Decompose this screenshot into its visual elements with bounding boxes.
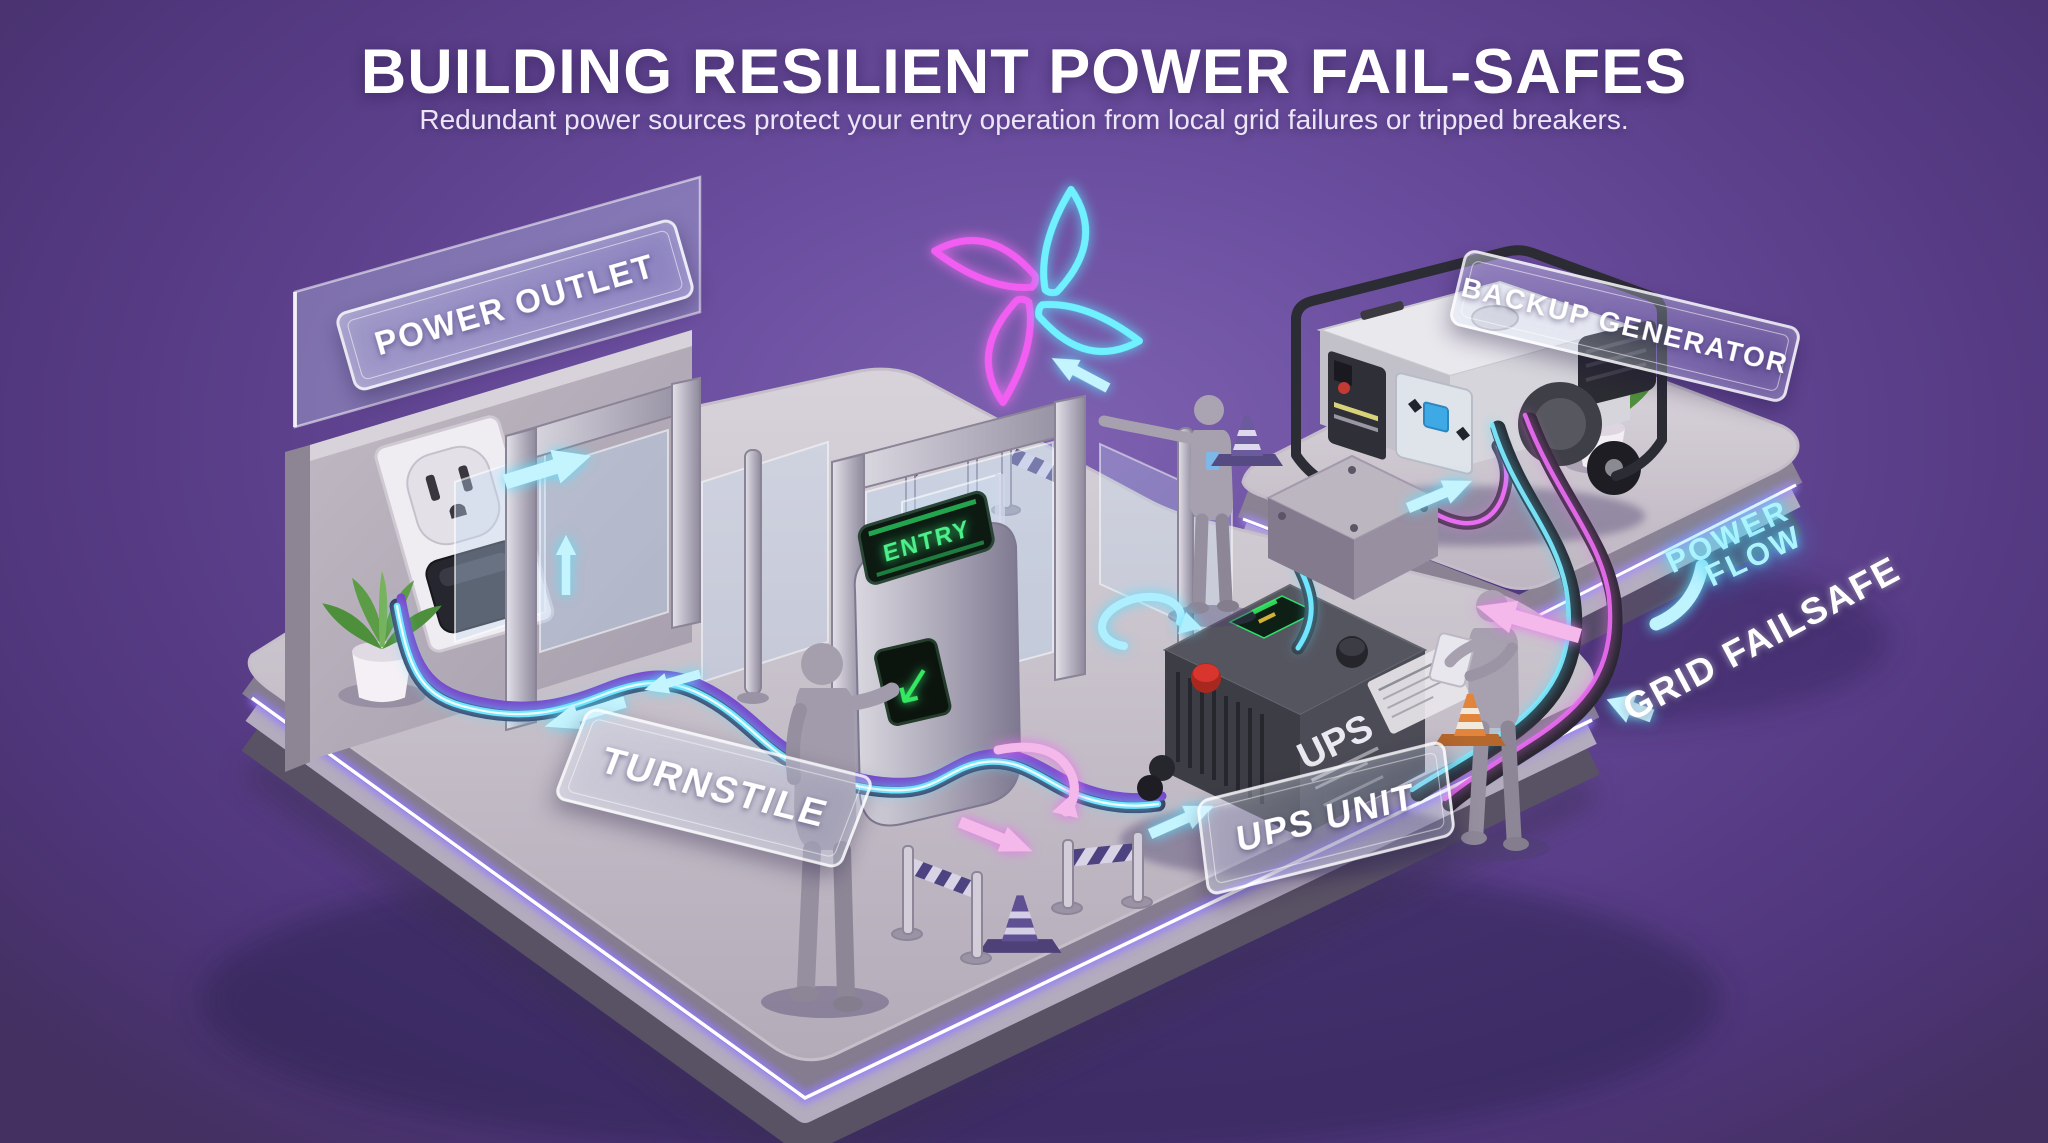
arrow-up-right-icon (1405, 480, 1473, 513)
arrow-circular-icon (1098, 592, 1185, 650)
butterfly-logo-icon (931, 185, 1143, 407)
ups-cable-glands (1137, 755, 1175, 801)
traffic-cone-purple (978, 895, 1062, 953)
ups-vents (1176, 672, 1264, 804)
entry-screen: ENTRY (857, 490, 995, 585)
grid-failsafe-cables (1409, 412, 1623, 812)
turnstile-reader-pedestal: ENTRY ↙ (853, 490, 1022, 827)
glass-partition (701, 440, 829, 704)
power-flow-cable (389, 593, 1167, 814)
arrow-pink-icon (957, 816, 1033, 852)
arrow-up-icon (555, 535, 577, 595)
traffic-cone-purple (1211, 416, 1283, 466)
person-with-tablet (1428, 590, 1550, 861)
junction-box (1265, 454, 1441, 600)
arrow-left-icon (544, 696, 627, 730)
generator-control-panel (1328, 351, 1473, 475)
fuel-cap (1471, 305, 1519, 331)
generator-outlet-socket (1423, 401, 1449, 433)
arrow-pink-left-icon (1476, 600, 1583, 644)
person-at-turnstile (761, 643, 900, 1018)
outlet-socket-top (406, 445, 501, 546)
flow-arrows (502, 358, 1709, 852)
arrow-failsafe-icon (1606, 694, 1655, 723)
power-flow-swoosh-icon (1649, 559, 1709, 631)
arrow-up-right-icon (1147, 805, 1214, 839)
traffic-cone-orange (1434, 694, 1506, 746)
page-title: BUILDING RESILIENT POWER FAIL-SAFES (360, 37, 1688, 107)
arrow-up-left-icon (1051, 358, 1111, 393)
turnstile-gate-left (454, 376, 701, 732)
arrow-left-icon (644, 669, 702, 694)
barrier-stanchions-front (891, 831, 1153, 965)
page-subtitle: Redundant power sources protect your ent… (419, 104, 1629, 135)
arrow-right-icon (502, 449, 591, 490)
